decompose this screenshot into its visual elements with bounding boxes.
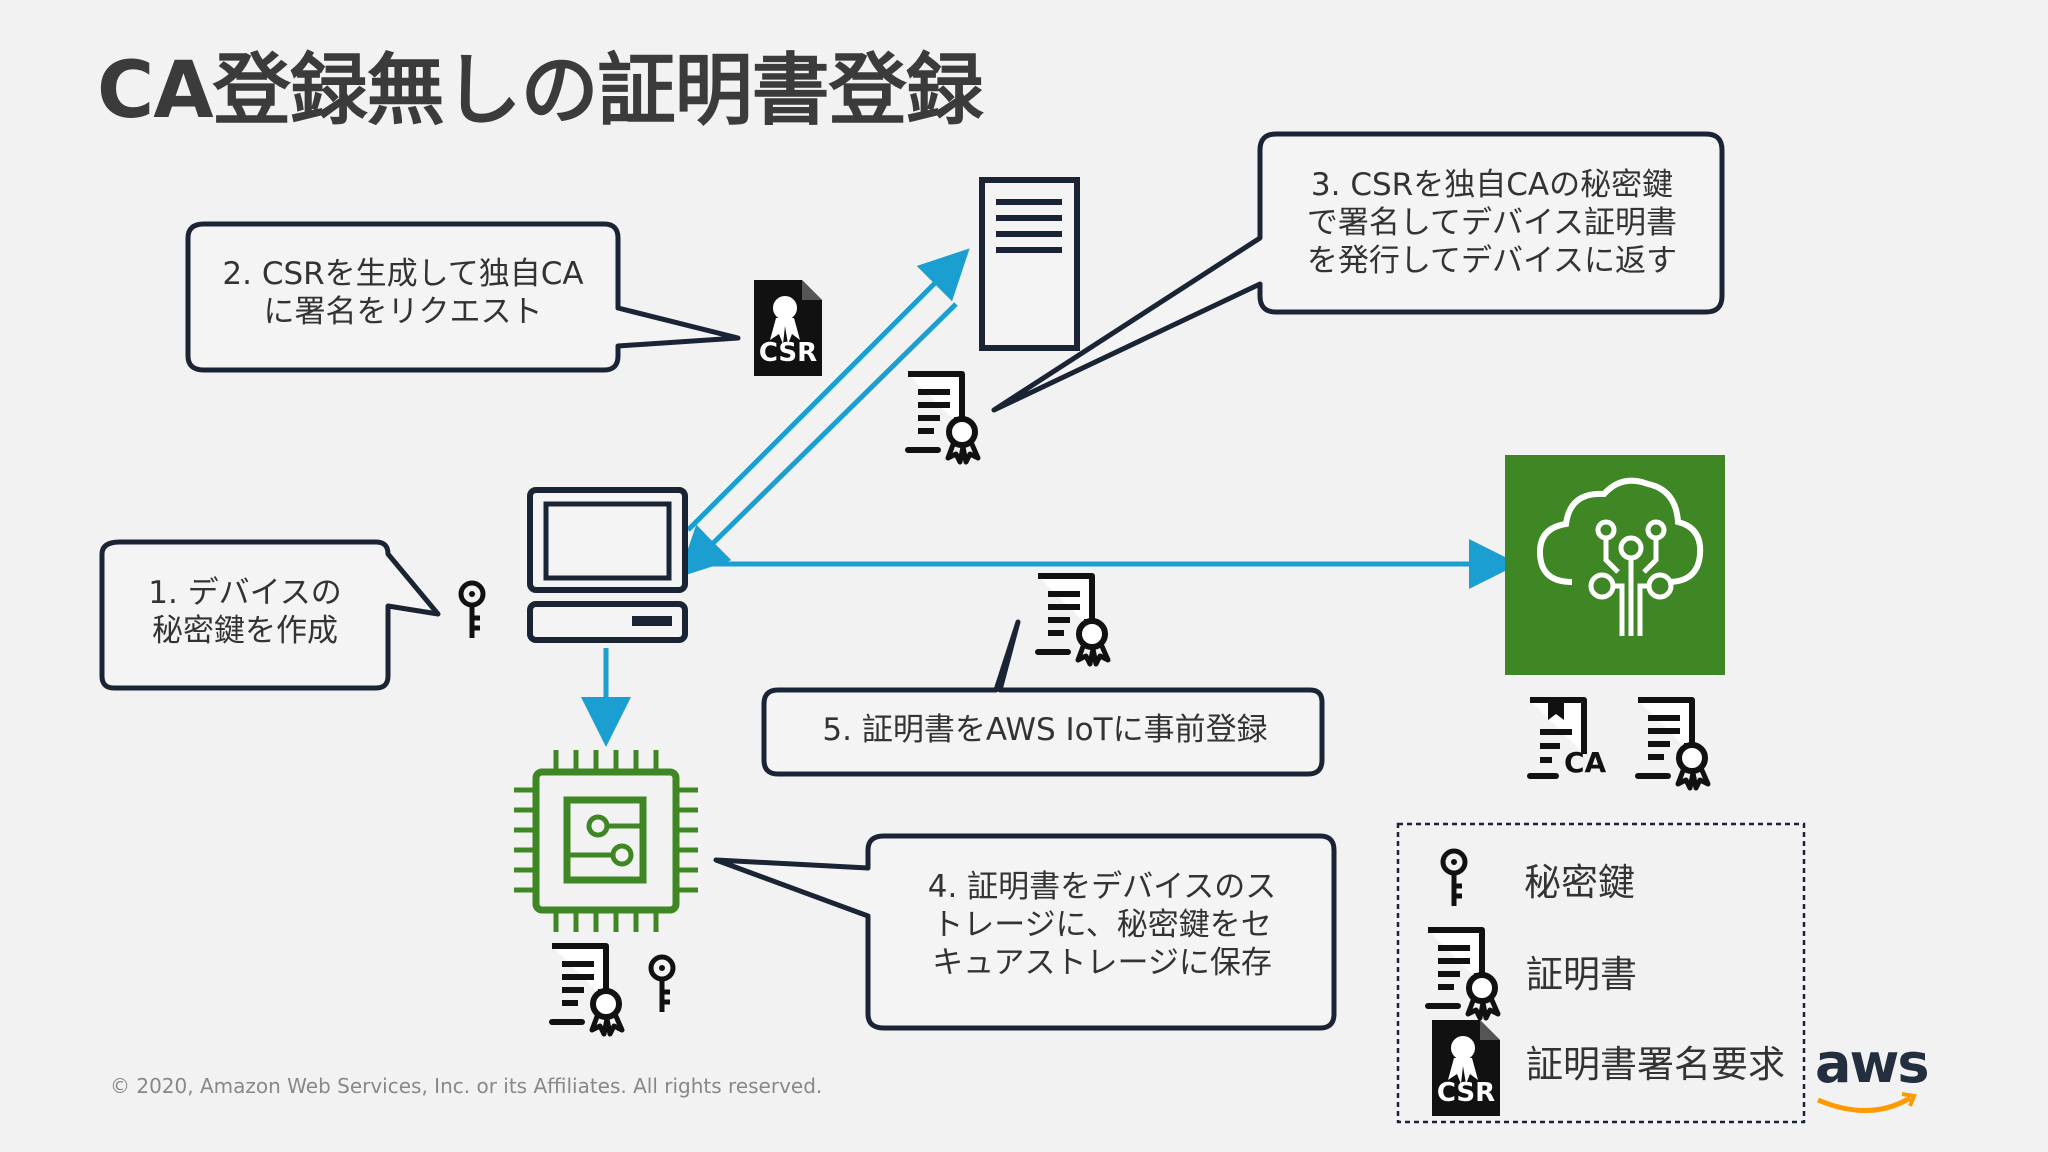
certificate-icon-chip bbox=[552, 946, 622, 1034]
csr-icon-label: CSR bbox=[758, 338, 818, 368]
aws-iot-core-icon bbox=[1505, 455, 1725, 675]
key-icon-chip bbox=[651, 957, 673, 1012]
legend-csr-icon bbox=[1432, 1020, 1500, 1116]
legend-certificate-icon bbox=[1428, 930, 1498, 1018]
callout-bubble-step-2 bbox=[185, 221, 741, 373]
step-5-text: 5. 証明書をAWS IoTに事前登録 bbox=[822, 712, 1268, 748]
csr-icon-step-2 bbox=[754, 280, 822, 376]
step-4-text: 4. 証明書をデバイスのス トレージに、秘密鍵をセ キュアストレージに保存 bbox=[927, 869, 1277, 981]
certificate-icon-from-ca bbox=[908, 374, 978, 462]
legend-box bbox=[1396, 822, 1806, 1124]
callout-bubble-step-1 bbox=[99, 539, 441, 691]
callout-bubble-step-4 bbox=[713, 833, 1337, 1031]
ca-certificate-icon bbox=[1527, 697, 1587, 779]
certificate-icon-iot bbox=[1638, 700, 1708, 788]
aws-logo: aws bbox=[1815, 1032, 1935, 1120]
secure-chip-icon bbox=[514, 750, 698, 932]
step-1-text: 1. デバイスの 秘密鍵を作成 bbox=[148, 575, 342, 649]
certificate-icon-step-5 bbox=[1038, 576, 1108, 664]
legend-csr-icon-label: CSR bbox=[1436, 1078, 1496, 1108]
callout-bubble-step-5 bbox=[761, 619, 1325, 777]
legend-certificate-label: 証明書 bbox=[1526, 953, 1637, 996]
callout-bubble-step-3 bbox=[991, 131, 1725, 413]
arrow-ca-to-device bbox=[678, 302, 958, 578]
key-icon-step-1 bbox=[461, 583, 483, 638]
legend-key-icon bbox=[1443, 851, 1465, 906]
ca-icon-label: CA bbox=[1564, 746, 1607, 779]
aws-smile-icon bbox=[1817, 1095, 1912, 1113]
legend-key-label: 秘密鍵 bbox=[1524, 861, 1635, 904]
slide-title: CA登録無しの証明書登録 bbox=[97, 46, 984, 136]
ca-server-icon bbox=[979, 177, 1080, 351]
step-3-text: 3. CSRを独自CAの秘密鍵 で署名してデバイス証明書 を発行してデバイスに返… bbox=[1306, 167, 1678, 279]
arrow-device-to-ca bbox=[686, 248, 970, 532]
copyright-notice: © 2020, Amazon Web Services, Inc. or its… bbox=[110, 1074, 823, 1098]
device-laptop-icon bbox=[527, 487, 688, 643]
legend-csr-label: 証明書署名要求 bbox=[1526, 1043, 1785, 1086]
aws-logo-text: aws bbox=[1815, 1032, 1929, 1095]
step-2-text: 2. CSRを生成して独自CA に署名をリクエスト bbox=[222, 256, 584, 330]
